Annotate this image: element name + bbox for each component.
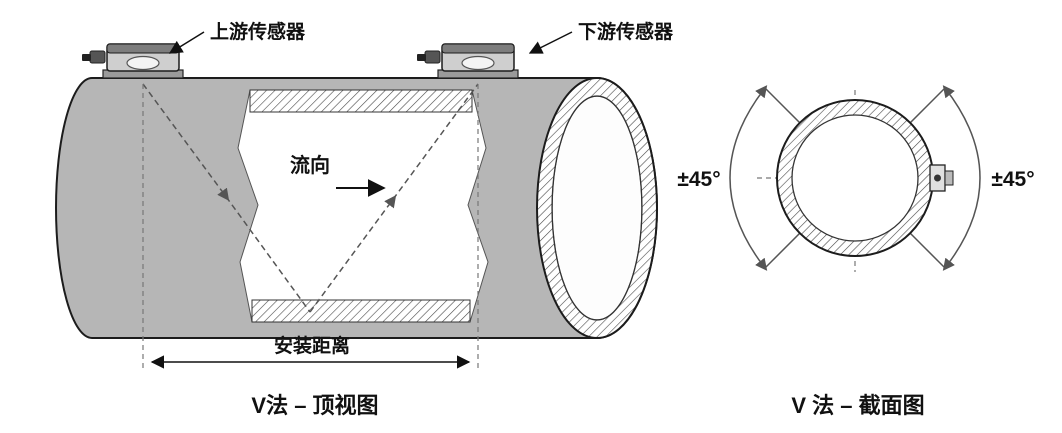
section-sensor [929,164,954,192]
angle-arc-right [942,85,981,271]
ultrasonic-path-up [309,83,479,313]
top-view-group: 流向 上游传感器 下游传感器 安装距离 V法 – 顶视图 [55,20,674,418]
install-distance-label: 安装距离 [274,334,350,357]
section-inner-outline [791,114,919,242]
cross-section-caption: V 法 – 截面图 [791,393,924,418]
angle-arc-left [729,85,768,271]
ultrasonic-path-down [142,83,311,313]
upstream-leader-arrow [168,31,205,54]
top-view-caption: V法 – 顶视图 [251,393,378,418]
pipe-wall-top-hatch [249,89,473,113]
pipe-wall-bottom-hatch [251,299,471,323]
downstream-leader-arrow [528,31,573,54]
pipe-end-inner-outline [551,95,643,321]
angle-label-left: ±45° [677,168,720,191]
upstream-sensor [81,43,184,79]
angle-label-right: ±45° [991,168,1034,191]
section-interior [792,115,918,241]
cross-section-group: ±45° ±45° V 法 – 截面图 [677,85,1035,418]
pipe-cutaway [237,89,489,323]
flow-direction-label: 流向 [290,153,330,177]
downstream-sensor-label: 下游传感器 [578,20,674,43]
pipe-end-outline [536,77,658,339]
downstream-sensor [416,43,519,79]
upstream-sensor-label: 上游传感器 [210,20,306,43]
